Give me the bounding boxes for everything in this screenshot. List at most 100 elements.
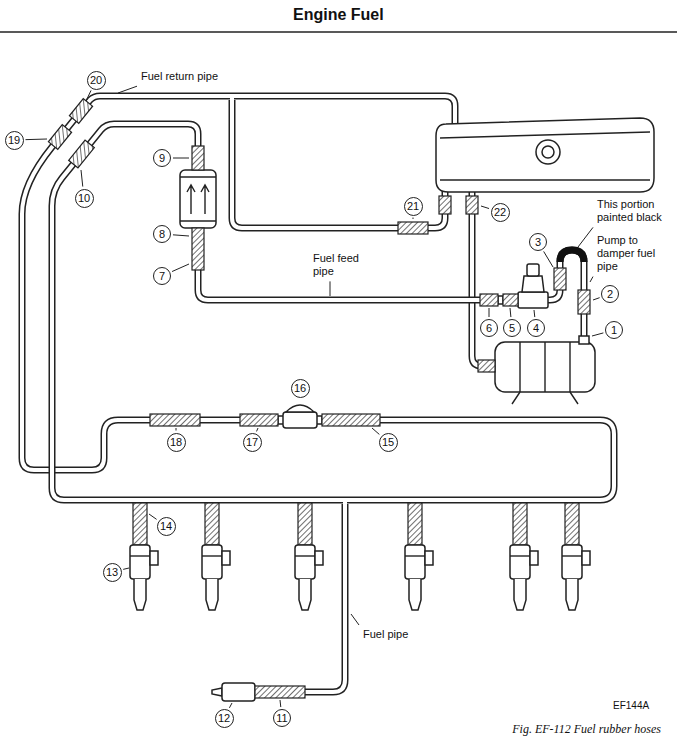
rubber-hose [240,414,278,426]
rubber-hose [192,146,204,170]
callout-number: 19 [8,135,20,146]
cold-start-valve [222,683,255,701]
pump-outlet [579,336,589,344]
fuel-damper-base [518,292,548,308]
callout-circle: 4 [527,319,545,337]
leader-line [489,308,490,317]
fuel-injector [510,503,538,610]
filter-band [180,220,216,221]
callout-label: EF144A [612,700,650,712]
callout-circle: 9 [153,149,171,167]
leader-line [25,139,47,141]
callout-circle: 20 [87,71,106,90]
leader-line [413,218,414,220]
fuel-injector [130,503,158,610]
callout-circle: 8 [153,225,171,243]
callout-number: 17 [246,437,258,448]
callout-circle: 19 [5,131,24,150]
fuel-injector [562,503,590,610]
regulator-dome [286,405,314,412]
fuel-injector [405,503,433,610]
leader-line [280,700,282,707]
flow-arrow [201,185,209,214]
callout-circle: 12 [215,709,234,728]
rubber-hose [578,290,590,314]
callout-circle: 7 [153,267,171,285]
callout-label: Fuel return pipe [140,70,219,83]
leader-line [81,170,83,187]
leader-line [173,158,189,159]
rubber-hose [192,228,204,270]
leader-line [149,514,157,519]
callout-circle: 3 [529,233,547,251]
valve-nozzle [212,688,222,696]
leader-line [578,227,593,247]
callout-circle: 10 [75,189,94,208]
rubber-hose [69,140,95,168]
callout-number: 18 [170,437,182,448]
pipe-fitting [498,296,503,304]
leader-line [534,310,536,317]
callout-circle: 1 [605,321,623,339]
callout-number: 22 [494,207,506,218]
leader-line [176,428,177,431]
flow-arrow [187,185,195,214]
figure-caption: Fig. EF-112 Fuel rubber hoses [512,722,661,737]
leader-line [544,251,553,267]
callout-number: 9 [159,153,165,164]
painted-black-portion [560,250,584,262]
leader-line [118,86,137,93]
callout-number: 21 [407,201,419,212]
fuel-filter [180,170,216,228]
callout-circle: 18 [167,433,186,452]
fuel-damper-body [522,276,544,292]
leader-line [86,90,91,101]
callout-number: 20 [90,75,102,86]
callout-label: This portion painted black [596,198,674,224]
fuel-damper-cap [527,264,539,276]
page-title: Engine Fuel [293,6,384,24]
callout-circle: 11 [273,709,291,727]
filler-neck [536,140,560,164]
callout-circle: 5 [503,319,521,337]
rubber-hose [150,414,200,426]
callout-circle: 22 [491,203,510,222]
rubber-hose [398,222,428,234]
leader-line [481,206,489,209]
pump-rib [520,342,570,392]
leader-line [593,298,600,300]
callout-number: 5 [509,323,515,334]
return-pipe-bore [22,96,455,470]
callout-circle: 16 [291,379,310,398]
leader-line [172,264,189,272]
leader-line [229,703,232,708]
callout-label: Fuel feed pipe [312,252,368,278]
fuel-tank [436,118,654,192]
return-pipe [22,96,455,470]
regulator-pipe [198,417,242,424]
rubber-hose [48,125,71,150]
callout-number: 2 [607,289,613,300]
callout-label: Fuel pipe [362,628,409,641]
pump-bracket [512,392,578,404]
tank-ridge [440,132,650,138]
callout-circle: 17 [243,433,262,452]
callout-circle: 15 [379,433,398,452]
leader-line [257,428,258,431]
rubber-hose [480,294,498,306]
rubber-hose [466,196,478,214]
callout-number: 4 [533,323,539,334]
callout-number: 15 [382,437,394,448]
tank-ridge [440,179,650,180]
callout-number: 7 [159,271,165,282]
tank-branch-pipe-bore [232,96,445,228]
leader-line [173,235,189,236]
callout-number: 14 [160,521,172,532]
callout-label: Pump to damper fuel pipe [596,234,674,274]
rubber-hose [478,360,495,372]
leader-line [372,428,379,434]
callout-circle: 13 [103,563,122,582]
